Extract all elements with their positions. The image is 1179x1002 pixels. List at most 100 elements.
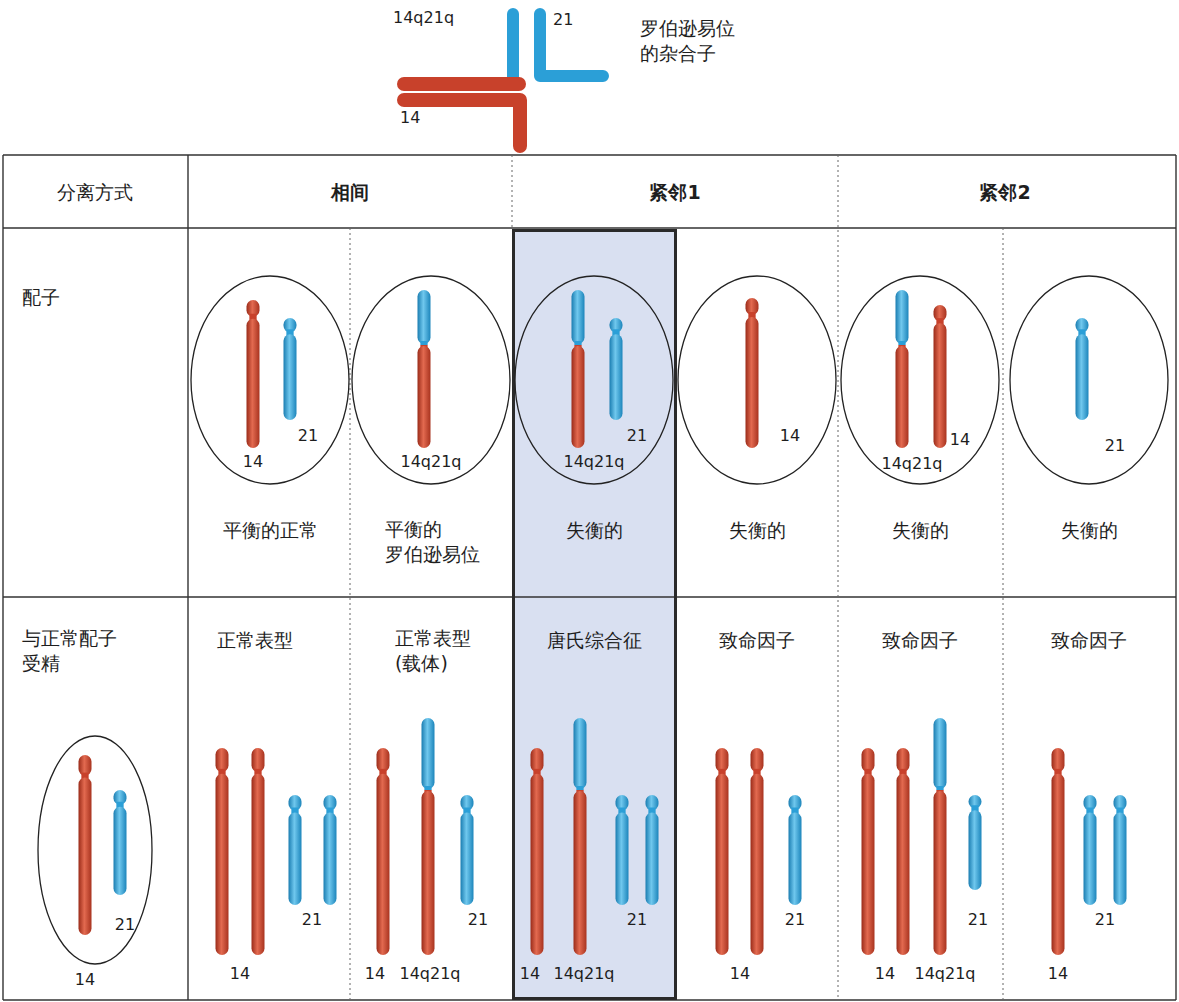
chromosome-arm [252, 774, 265, 955]
node-text: 14q21q [881, 454, 942, 475]
gamete-ellipse: 14q21q 14 [840, 275, 1000, 485]
chromosome [616, 795, 629, 905]
centromere [576, 786, 583, 790]
ellipse-outline [190, 275, 350, 485]
chromosome-arm [574, 791, 587, 955]
gamete-ellipse: 14 [677, 275, 837, 485]
gamete-ellipse: 21 [1009, 275, 1169, 485]
table-cell: 致命因子 [1051, 628, 1127, 653]
chromosome-label: 21 [1095, 910, 1115, 931]
chromosome-arm [862, 774, 875, 955]
chromosome [862, 748, 875, 955]
node-text: 14q21q [563, 452, 624, 473]
ellipse-outline [1010, 276, 1168, 484]
chromosome-label: 14 [365, 964, 385, 985]
chromosome-arm [114, 807, 127, 895]
figure-caption: 罗伯逊易位 的杂合子 [640, 16, 735, 65]
chromosome-arm [716, 748, 729, 772]
table-cell: 失衡的 [892, 518, 949, 543]
node-text: 14q21q [400, 452, 461, 473]
chromosome-arm [79, 778, 92, 935]
node-text: 14 [75, 970, 95, 991]
translocation-cross [404, 14, 603, 146]
table-cell: 正常表型 [217, 628, 293, 653]
ellipse-outline [1009, 275, 1169, 485]
gamete-ellipse: 14q21q21 [514, 275, 674, 485]
chromosome-arm [324, 813, 337, 906]
table-cell: 致命因子 [882, 628, 958, 653]
chromosome-label: 14 [875, 964, 895, 985]
chromosome-arm [1052, 774, 1065, 955]
chromosome-arm [616, 813, 629, 906]
highlight-fill [512, 229, 677, 1000]
chromosome [1076, 318, 1089, 420]
chromosome-arm [896, 346, 909, 448]
chromosome [897, 748, 910, 955]
chromosome [1084, 795, 1097, 905]
centromere [898, 341, 905, 345]
chromosome-label: 14 [230, 964, 250, 985]
chromosome-arm [404, 100, 520, 146]
chromosome [896, 290, 909, 448]
ellipse-outline [678, 276, 836, 484]
chromosome-label: 21 [553, 10, 573, 31]
chromosome-arm [934, 791, 947, 955]
table-rule [3, 596, 1176, 597]
chromosome-label: 14 [400, 108, 420, 129]
ellipse-outline [840, 275, 1000, 485]
row-header: 与正常配子 受精 [22, 626, 117, 675]
chromosome-arm [216, 748, 229, 772]
chromosome-arm [531, 774, 544, 955]
chromosome-arm [610, 334, 623, 420]
chromosome [377, 748, 390, 955]
highlight-band: 14q21q21失衡的唐氏综合征1414q21q21 [512, 229, 677, 1000]
chromosome [1114, 795, 1127, 905]
chromosome-arm [574, 718, 587, 789]
chromosome [324, 795, 337, 905]
ellipse-outline [841, 276, 999, 484]
table-cell: 致命因子 [719, 628, 795, 653]
node-text: 14 [950, 430, 970, 451]
chromosome [289, 795, 302, 905]
chromosome-label: 14q21q [393, 8, 454, 29]
node-text: 21 [1105, 436, 1125, 457]
node-text: 14 [520, 964, 540, 985]
chromosome-arm [418, 290, 431, 344]
table-header: 分离方式 [57, 180, 133, 205]
chromosome-arm [789, 813, 802, 906]
table-divider [350, 228, 351, 1000]
centromere [420, 341, 427, 345]
chromosomes [79, 290, 1127, 955]
chromosome-arm [1076, 334, 1089, 420]
chromosome-arm [897, 774, 910, 955]
table-rule [1175, 155, 1176, 1000]
ellipse-outline [37, 735, 153, 965]
gamete-ellipse: 1421 [190, 275, 350, 485]
chromosome-label: 21 [785, 910, 805, 931]
chromosome-arm [422, 791, 435, 955]
chromosome-arm [934, 718, 947, 789]
chromosome [79, 755, 92, 935]
table-rule [2, 155, 3, 1000]
chromosome-arm [377, 774, 390, 955]
chromosome [574, 718, 587, 955]
node-text: 失衡的 [566, 518, 623, 543]
chromosome-arm [716, 774, 729, 955]
node-text: 14 [780, 426, 800, 447]
table-header: 相间 [331, 180, 369, 205]
centromere [574, 341, 581, 345]
table-divider [512, 155, 513, 228]
table-cell: 正常表型 (载体) [395, 626, 471, 675]
chromosome [418, 290, 431, 448]
chromosome-arm [751, 774, 764, 955]
chromosome-arm [1052, 748, 1065, 772]
chromosome [646, 795, 659, 905]
node-text: 唐氏综合征 [547, 628, 642, 653]
chromosome [751, 748, 764, 955]
chromosome [216, 748, 229, 955]
chromosome [969, 795, 982, 890]
chromosome [531, 748, 544, 955]
chromosome-arm [746, 317, 759, 448]
table-rule [3, 154, 1176, 155]
